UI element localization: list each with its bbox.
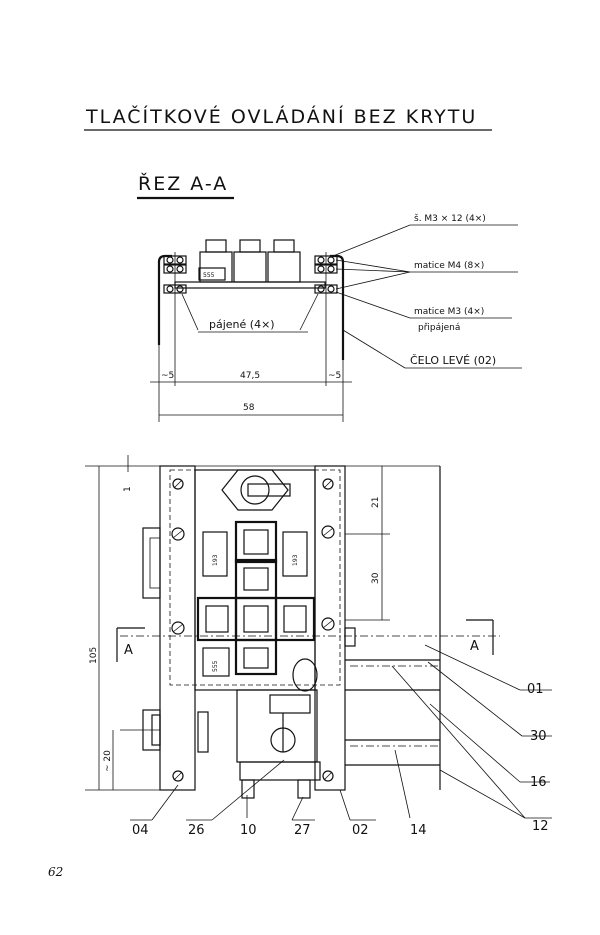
left-nut-stack	[163, 252, 187, 300]
page-title: TLAČÍTKOVÉ OVLÁDÁNÍ BEZ KRYTU	[85, 104, 477, 128]
leader-soldered-left	[181, 293, 199, 331]
left-connector	[142, 527, 161, 599]
button-grid	[196, 520, 316, 676]
front-view: 193 193 555	[85, 455, 552, 838]
part-30: 30	[530, 729, 547, 744]
callout-nut-m3-note: připájená	[418, 323, 460, 333]
callout-nut-m3: matice M3 (4×)	[414, 307, 484, 317]
right-rail	[314, 465, 346, 791]
dim-spacing: 30	[371, 572, 381, 584]
part-02: 02	[352, 823, 369, 838]
leader-soldered-right	[299, 293, 319, 331]
dim-middle: 47,5	[240, 371, 260, 381]
right-chassis	[344, 627, 440, 766]
callout-front-left: ČELO LEVÉ (02)	[410, 354, 496, 367]
section-marker-right: A	[470, 639, 479, 654]
dim-upper: 21	[371, 497, 381, 508]
part-10: 10	[240, 823, 257, 838]
leader-nut-m4	[335, 259, 411, 273]
part-04: 04	[132, 823, 149, 838]
lower-mechanism	[197, 658, 321, 799]
left-bracket	[157, 254, 172, 345]
chip-555-front-label: 555	[212, 660, 219, 672]
part-leaders	[130, 644, 552, 821]
section-title: ŘEZ A-A	[138, 172, 228, 195]
part-26: 26	[188, 823, 205, 838]
dim-top: 1	[123, 486, 133, 492]
section-view: 555 š. M3 × 12 (4×) matice M4 (8×) matic…	[150, 213, 522, 422]
right-nut-stack	[314, 252, 338, 300]
dim-overall: 58	[243, 403, 255, 413]
chip-555-section-label: 555	[203, 272, 215, 279]
chip-555-front	[202, 647, 230, 677]
page-number: 62	[48, 865, 63, 879]
part-27: 27	[294, 823, 311, 838]
rail-screws	[171, 478, 335, 782]
dim-right-gap: ~5	[328, 371, 341, 381]
part-16: 16	[530, 775, 547, 790]
chip-193-left-label: 193	[212, 554, 219, 566]
callout-screw: š. M3 × 12 (4×)	[414, 213, 486, 224]
pcb-plate	[174, 281, 326, 289]
callout-nut-m4: matice M4 (8×)	[414, 261, 484, 271]
part-01: 01	[527, 682, 544, 697]
potentiometer	[221, 469, 291, 511]
leader-screw	[332, 224, 411, 257]
callout-soldered: pájené (4×)	[209, 318, 275, 331]
chip-193-right	[282, 531, 308, 577]
dim-left-gap: ~5	[161, 371, 174, 381]
part-14: 14	[410, 823, 427, 838]
chip-193-right-label: 193	[292, 554, 299, 566]
chip-555-section	[198, 267, 226, 281]
dim-bottom: ~ 20	[103, 750, 113, 772]
chip-193-left	[202, 531, 228, 577]
inner-board	[194, 469, 316, 691]
push-buttons	[199, 239, 301, 283]
leader-front-left	[342, 329, 406, 369]
dim-height: 105	[89, 647, 99, 664]
part-12: 12	[532, 819, 549, 834]
leader-nut-m3	[335, 291, 411, 319]
section-marker-left: A	[124, 643, 133, 658]
